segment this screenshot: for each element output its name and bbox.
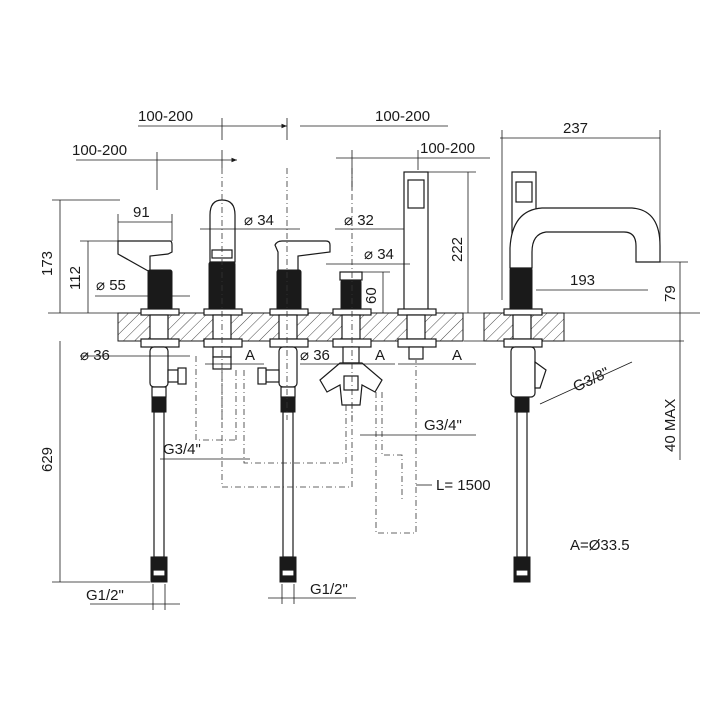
dim-connection-right: G3/4" <box>424 417 462 434</box>
note-a-diameter: A=Ø33.5 <box>570 537 630 554</box>
dim-top-left-spacing: 100-200 <box>138 108 193 125</box>
dim-shank-dia-mid: ⌀ 36 <box>300 347 330 364</box>
dim-spout-reach: 237 <box>563 120 588 137</box>
dim-top-right-spacing: 100-200 <box>375 108 430 125</box>
dim-spout-height: 79 <box>662 285 679 302</box>
hidden-pipes <box>195 168 417 534</box>
dim-hole-a2: A <box>375 347 385 364</box>
dim-shank-dia-left: ⌀ 36 <box>80 347 110 364</box>
bath-spout <box>203 199 243 370</box>
dim-spout-inlet: G3/8" <box>571 364 612 395</box>
right-handle-valve <box>257 240 331 583</box>
dim-hole-a3: A <box>452 347 462 364</box>
dim-inlet-mid: G1/2" <box>310 581 348 598</box>
dim-hose-length: L= 1500 <box>436 477 491 494</box>
dim-hole-a1: A <box>245 347 255 364</box>
dim-inlet-left: G1/2" <box>86 587 124 604</box>
dim-total-height: 173 <box>39 251 56 276</box>
dim-hand-shower-height: 222 <box>449 237 466 262</box>
dim-spout-dia: ⌀ 34 <box>244 212 274 229</box>
dim-base-dia: ⌀ 55 <box>96 277 126 294</box>
dim-handle-height: 112 <box>67 266 84 290</box>
dim-deck-max: 40 MAX <box>662 399 679 452</box>
spout-side-view <box>503 171 661 583</box>
hand-shower <box>397 171 437 360</box>
dim-connection-left: G3/4" <box>163 441 201 458</box>
dimension-lines <box>52 118 688 610</box>
dim-diverter-dia: ⌀ 34 <box>364 246 394 263</box>
dim-second-left-spacing: 100-200 <box>72 142 127 159</box>
dim-hand-shower-dia: ⌀ 32 <box>344 212 374 229</box>
dim-second-right-spacing: 100-200 <box>420 140 475 157</box>
dim-diverter-height: 60 <box>363 287 380 304</box>
dim-handle-width: 91 <box>133 204 150 221</box>
left-handle-valve <box>117 240 187 583</box>
dim-hose-total: 629 <box>39 447 56 472</box>
dim-spout-projection: 193 <box>570 272 595 289</box>
diverter <box>319 271 383 406</box>
